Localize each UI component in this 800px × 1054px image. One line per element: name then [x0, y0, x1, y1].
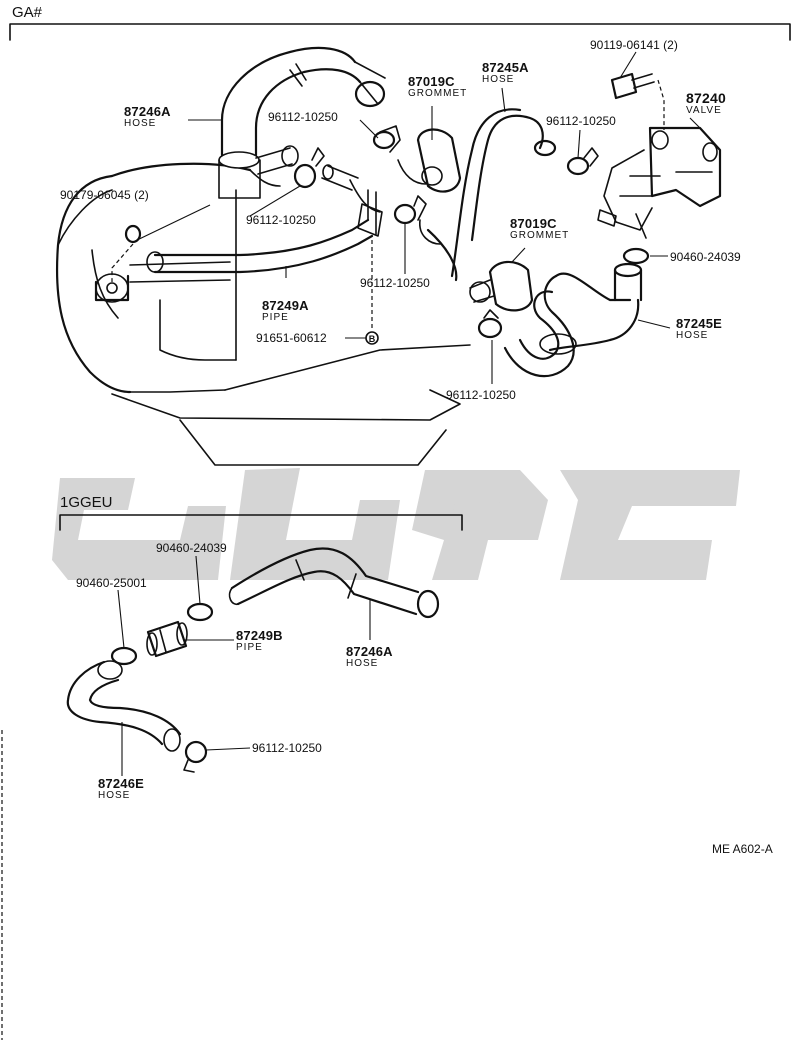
part-desc: PIPE: [262, 312, 289, 323]
part-desc: PIPE: [236, 642, 263, 653]
clamp-96112-a: [372, 125, 401, 153]
b-marker-letter: B: [369, 334, 376, 344]
callout-87019C-lower: 87019C GROMMET: [510, 216, 569, 241]
part-number: 87019C: [510, 216, 557, 231]
part-number: 87249A: [262, 298, 309, 313]
hose-87246E: [66, 660, 182, 752]
part-number: 87245E: [676, 316, 723, 331]
callout-b-96112-10250: 96112-10250: [252, 741, 322, 755]
callout-91651-60612: 91651-60612: [256, 331, 327, 345]
leader-lines-top: [132, 51, 701, 384]
callout-90460-24039-top: 90460-24039: [670, 250, 741, 264]
bolt-90179: [111, 224, 142, 282]
hose-87245E: [503, 262, 643, 378]
part-number: 87249B: [236, 628, 283, 643]
bolt-90119: [610, 72, 665, 130]
callout-96112-10250-a: 96112-10250: [268, 110, 338, 124]
section-label-1ggeu: 1GGEU: [60, 494, 113, 511]
pipe-87249B: [146, 620, 188, 658]
clamp-96112-e: [477, 309, 503, 339]
top-section-bracket: [9, 23, 791, 41]
callout-96112-10250-e: 96112-10250: [446, 388, 516, 402]
part-number: 87019C: [408, 74, 455, 89]
part-number: 87246A: [346, 644, 393, 659]
callout-87249A: 87249A PIPE: [262, 298, 309, 323]
callout-87245E: 87245E HOSE: [676, 316, 722, 341]
callout-96112-10250-c: 96112-10250: [546, 114, 616, 128]
clamp-96112-d: [393, 195, 427, 225]
clamp-96112-b: [293, 147, 325, 189]
callout-b-87246E: 87246E HOSE: [98, 776, 144, 801]
valve-87240: [597, 126, 722, 239]
leader-lines-bottom: [117, 555, 371, 776]
part-desc: HOSE: [124, 118, 157, 129]
grommet-87019C-lower: [469, 260, 534, 312]
part-number: 87246E: [98, 776, 145, 791]
callout-b-90460-25001: 90460-25001: [76, 576, 147, 590]
part-desc: HOSE: [482, 74, 515, 85]
callout-b-87249B: 87249B PIPE: [236, 628, 283, 653]
hose-87246A: [218, 46, 386, 199]
clamp-90460-24039-top: [622, 247, 650, 265]
part-number: 87240: [686, 90, 726, 106]
callout-87240: 87240 VALVE: [686, 90, 726, 116]
callout-87245A: 87245A HOSE: [482, 60, 529, 85]
part-number: 87246A: [124, 104, 171, 119]
hose-87245A: [419, 108, 557, 282]
clamp-90460-24039-bottom: [186, 602, 214, 622]
engine-outline: [55, 162, 471, 466]
clamp-96112-c: [566, 147, 599, 176]
grommet-87019C-upper: [397, 128, 462, 193]
part-desc: GROMMET: [408, 88, 468, 99]
hose-87246A-bottom: [228, 547, 440, 619]
watermark-logo: [52, 468, 740, 580]
callout-87246A: 87246A HOSE: [124, 104, 171, 129]
part-desc: HOSE: [346, 658, 379, 669]
part-number: 87245A: [482, 60, 529, 75]
figure-reference: ME A602-A: [712, 842, 773, 856]
callout-90179-06045: 90179-06045 (2): [60, 188, 149, 202]
callout-87019C-upper: 87019C GROMMET: [408, 74, 467, 99]
callout-b-87246A: 87246A HOSE: [346, 644, 393, 669]
callout-90119-06141: 90119-06141 (2): [590, 38, 678, 52]
part-desc: HOSE: [98, 790, 131, 801]
pipe-87249A: [153, 164, 383, 274]
section-label-ga: GA#: [12, 4, 43, 21]
bottom-section-bracket: [59, 514, 463, 531]
part-desc: HOSE: [676, 330, 709, 341]
part-desc: GROMMET: [510, 230, 570, 241]
part-desc: VALVE: [686, 105, 722, 116]
callout-96112-10250-b: 96112-10250: [246, 213, 316, 227]
callout-96112-10250-d: 96112-10250: [360, 276, 430, 290]
clamp-96112-bottom: [183, 740, 208, 773]
callout-b-90460-24039: 90460-24039: [156, 541, 227, 555]
